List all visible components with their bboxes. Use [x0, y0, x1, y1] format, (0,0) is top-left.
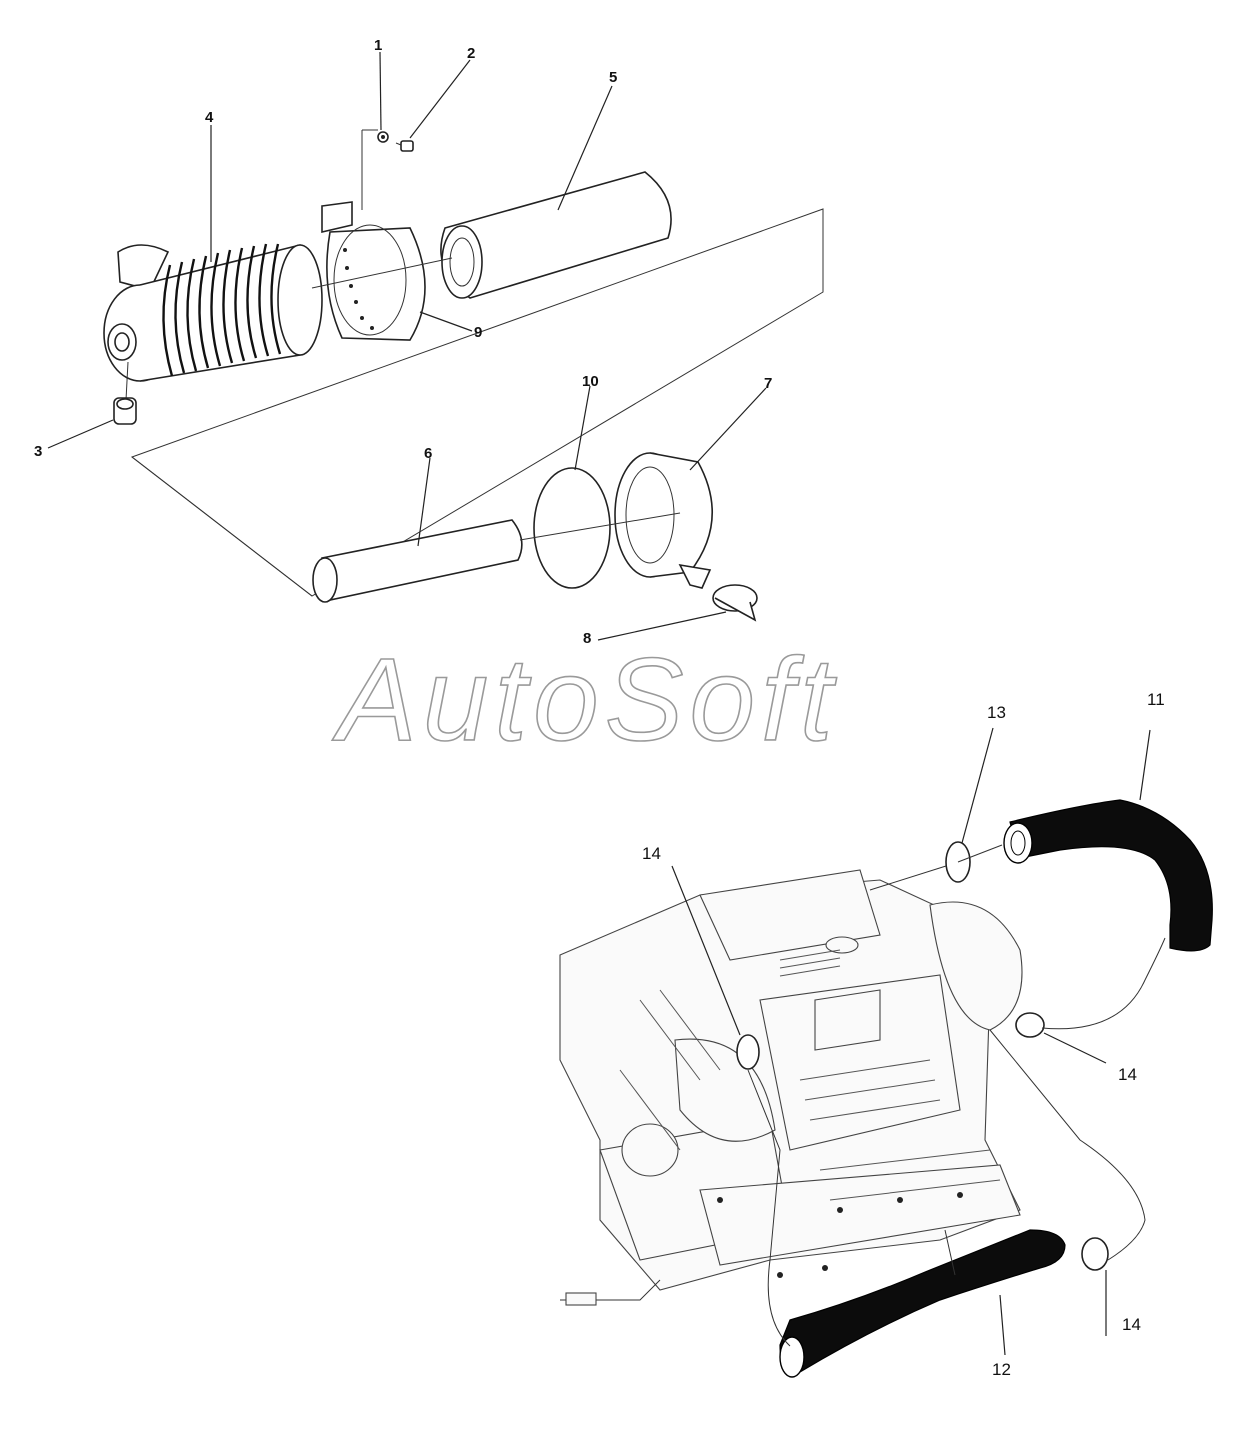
seal-ring — [533, 467, 611, 589]
bolt — [395, 140, 414, 152]
callout-7: 7 — [764, 375, 772, 392]
air-cleaner-housing — [103, 243, 323, 401]
hose-clamp-14-left — [736, 1034, 760, 1070]
hose-clamp-14-right — [1015, 1012, 1045, 1038]
callout-3: 3 — [34, 443, 42, 460]
drain-valve — [113, 397, 137, 425]
mounting-band — [321, 201, 426, 341]
callout-14-bottom: 14 — [1122, 1315, 1141, 1334]
callout-6: 6 — [424, 445, 432, 462]
callout-2: 2 — [467, 45, 475, 62]
callout-8: 8 — [583, 630, 591, 647]
callout-12: 12 — [992, 1360, 1011, 1379]
engine-block — [559, 869, 1023, 1306]
callout-11: 11 — [1147, 690, 1165, 709]
upper-hose — [1003, 799, 1213, 952]
callout-13: 13 — [987, 703, 1006, 722]
washer — [377, 131, 389, 143]
main-filter-element — [440, 171, 672, 299]
safety-filter-element — [312, 519, 523, 603]
callout-14-top-left: 14 — [642, 844, 661, 863]
callout-5: 5 — [609, 69, 617, 86]
callout-1: 1 — [374, 37, 382, 54]
dust-valve — [712, 584, 758, 622]
callout-4: 4 — [205, 109, 214, 126]
callout-10: 10 — [582, 373, 599, 390]
watermark-logo: AutoSoft — [332, 634, 839, 766]
callout-14-right: 14 — [1118, 1065, 1137, 1084]
callout-9: 9 — [474, 324, 482, 341]
hose-clamp-14-bottom — [1081, 1237, 1109, 1271]
lower-hose — [779, 1229, 1066, 1378]
housing-cover — [614, 452, 713, 589]
